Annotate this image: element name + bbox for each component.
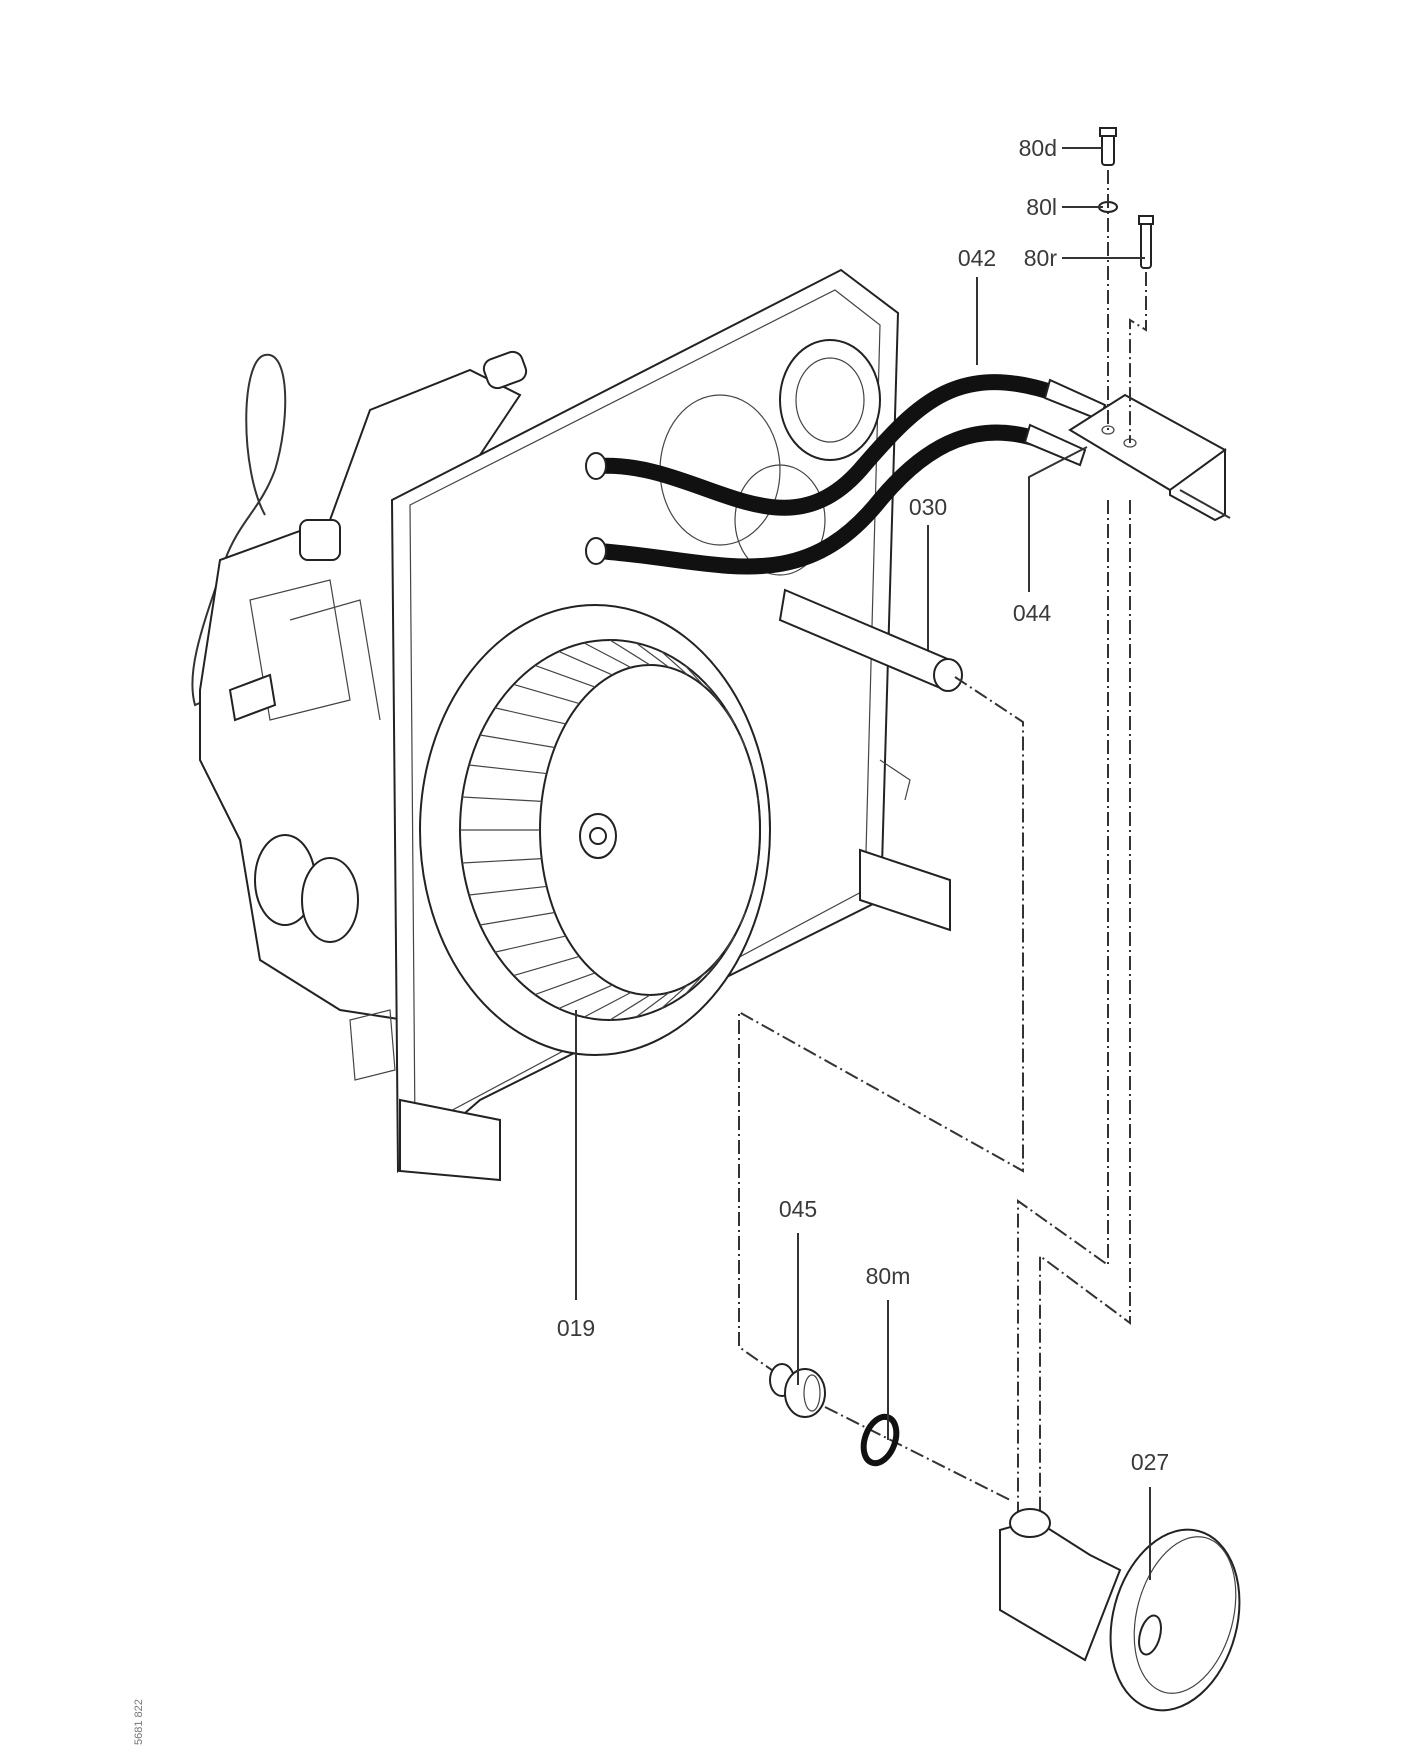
part-label-030: 030 xyxy=(909,494,947,520)
part-label-027: 027 xyxy=(1131,1449,1169,1475)
fan-blade xyxy=(558,984,613,1010)
part-label-80r: 80r xyxy=(1024,245,1058,271)
burner-head xyxy=(999,1508,1241,1712)
fan-blade xyxy=(660,984,689,1009)
fan-blade xyxy=(468,885,547,896)
fan-blade xyxy=(757,796,759,802)
fan-blade xyxy=(724,707,735,725)
part-label-042: 042 xyxy=(958,245,996,271)
fan-blade xyxy=(750,886,754,896)
fan-blade xyxy=(534,972,596,996)
fan-blade xyxy=(462,796,542,802)
fan-blade xyxy=(757,858,759,864)
fan-blade xyxy=(609,639,651,666)
ignition-tube xyxy=(778,588,963,692)
fan-blade xyxy=(705,684,722,704)
ignition-cables xyxy=(585,374,1107,575)
assembly-guide-lines xyxy=(738,170,1147,1545)
fan-blade xyxy=(494,707,566,725)
fan-blade xyxy=(750,764,754,774)
fan-blade xyxy=(609,994,651,1021)
drawing-code: 5681 822 xyxy=(133,1699,145,1745)
electrode-bracket xyxy=(1068,393,1231,522)
fan-blade xyxy=(558,650,613,676)
o-ring xyxy=(860,1413,900,1467)
fan-blade xyxy=(583,991,632,1018)
fan-blade xyxy=(494,935,566,953)
fan-blade xyxy=(705,956,722,976)
part-label-019: 019 xyxy=(557,1315,595,1341)
fan-wheel xyxy=(419,604,771,1056)
fan-blade xyxy=(684,972,706,995)
part-label-80l: 80l xyxy=(1026,194,1057,220)
fan-blade xyxy=(583,642,632,669)
fan-blade xyxy=(479,734,555,749)
nozzle xyxy=(769,1363,826,1418)
fan-blade xyxy=(513,955,580,977)
fan-blade xyxy=(479,911,555,926)
fan-blade xyxy=(684,665,706,688)
fan-blade xyxy=(660,651,689,676)
fan-blade xyxy=(635,992,670,1018)
fan-blade xyxy=(739,734,746,748)
fan-blade xyxy=(739,912,746,926)
sensor-cable xyxy=(191,353,287,707)
fan-blade xyxy=(724,935,735,953)
leader-lines xyxy=(575,147,1151,1580)
fan-blade xyxy=(462,858,542,864)
screw-80d xyxy=(1099,127,1117,166)
fan-blade xyxy=(635,642,670,668)
part-label-045: 045 xyxy=(779,1196,817,1222)
part-label-80m: 80m xyxy=(866,1263,911,1289)
fan-blade xyxy=(513,683,580,705)
screw-80r xyxy=(1138,215,1154,269)
part-label-044: 044 xyxy=(1013,600,1052,626)
fan-blade xyxy=(534,664,596,688)
part-label-80d: 80d xyxy=(1019,135,1057,161)
fan-blade xyxy=(468,764,547,775)
